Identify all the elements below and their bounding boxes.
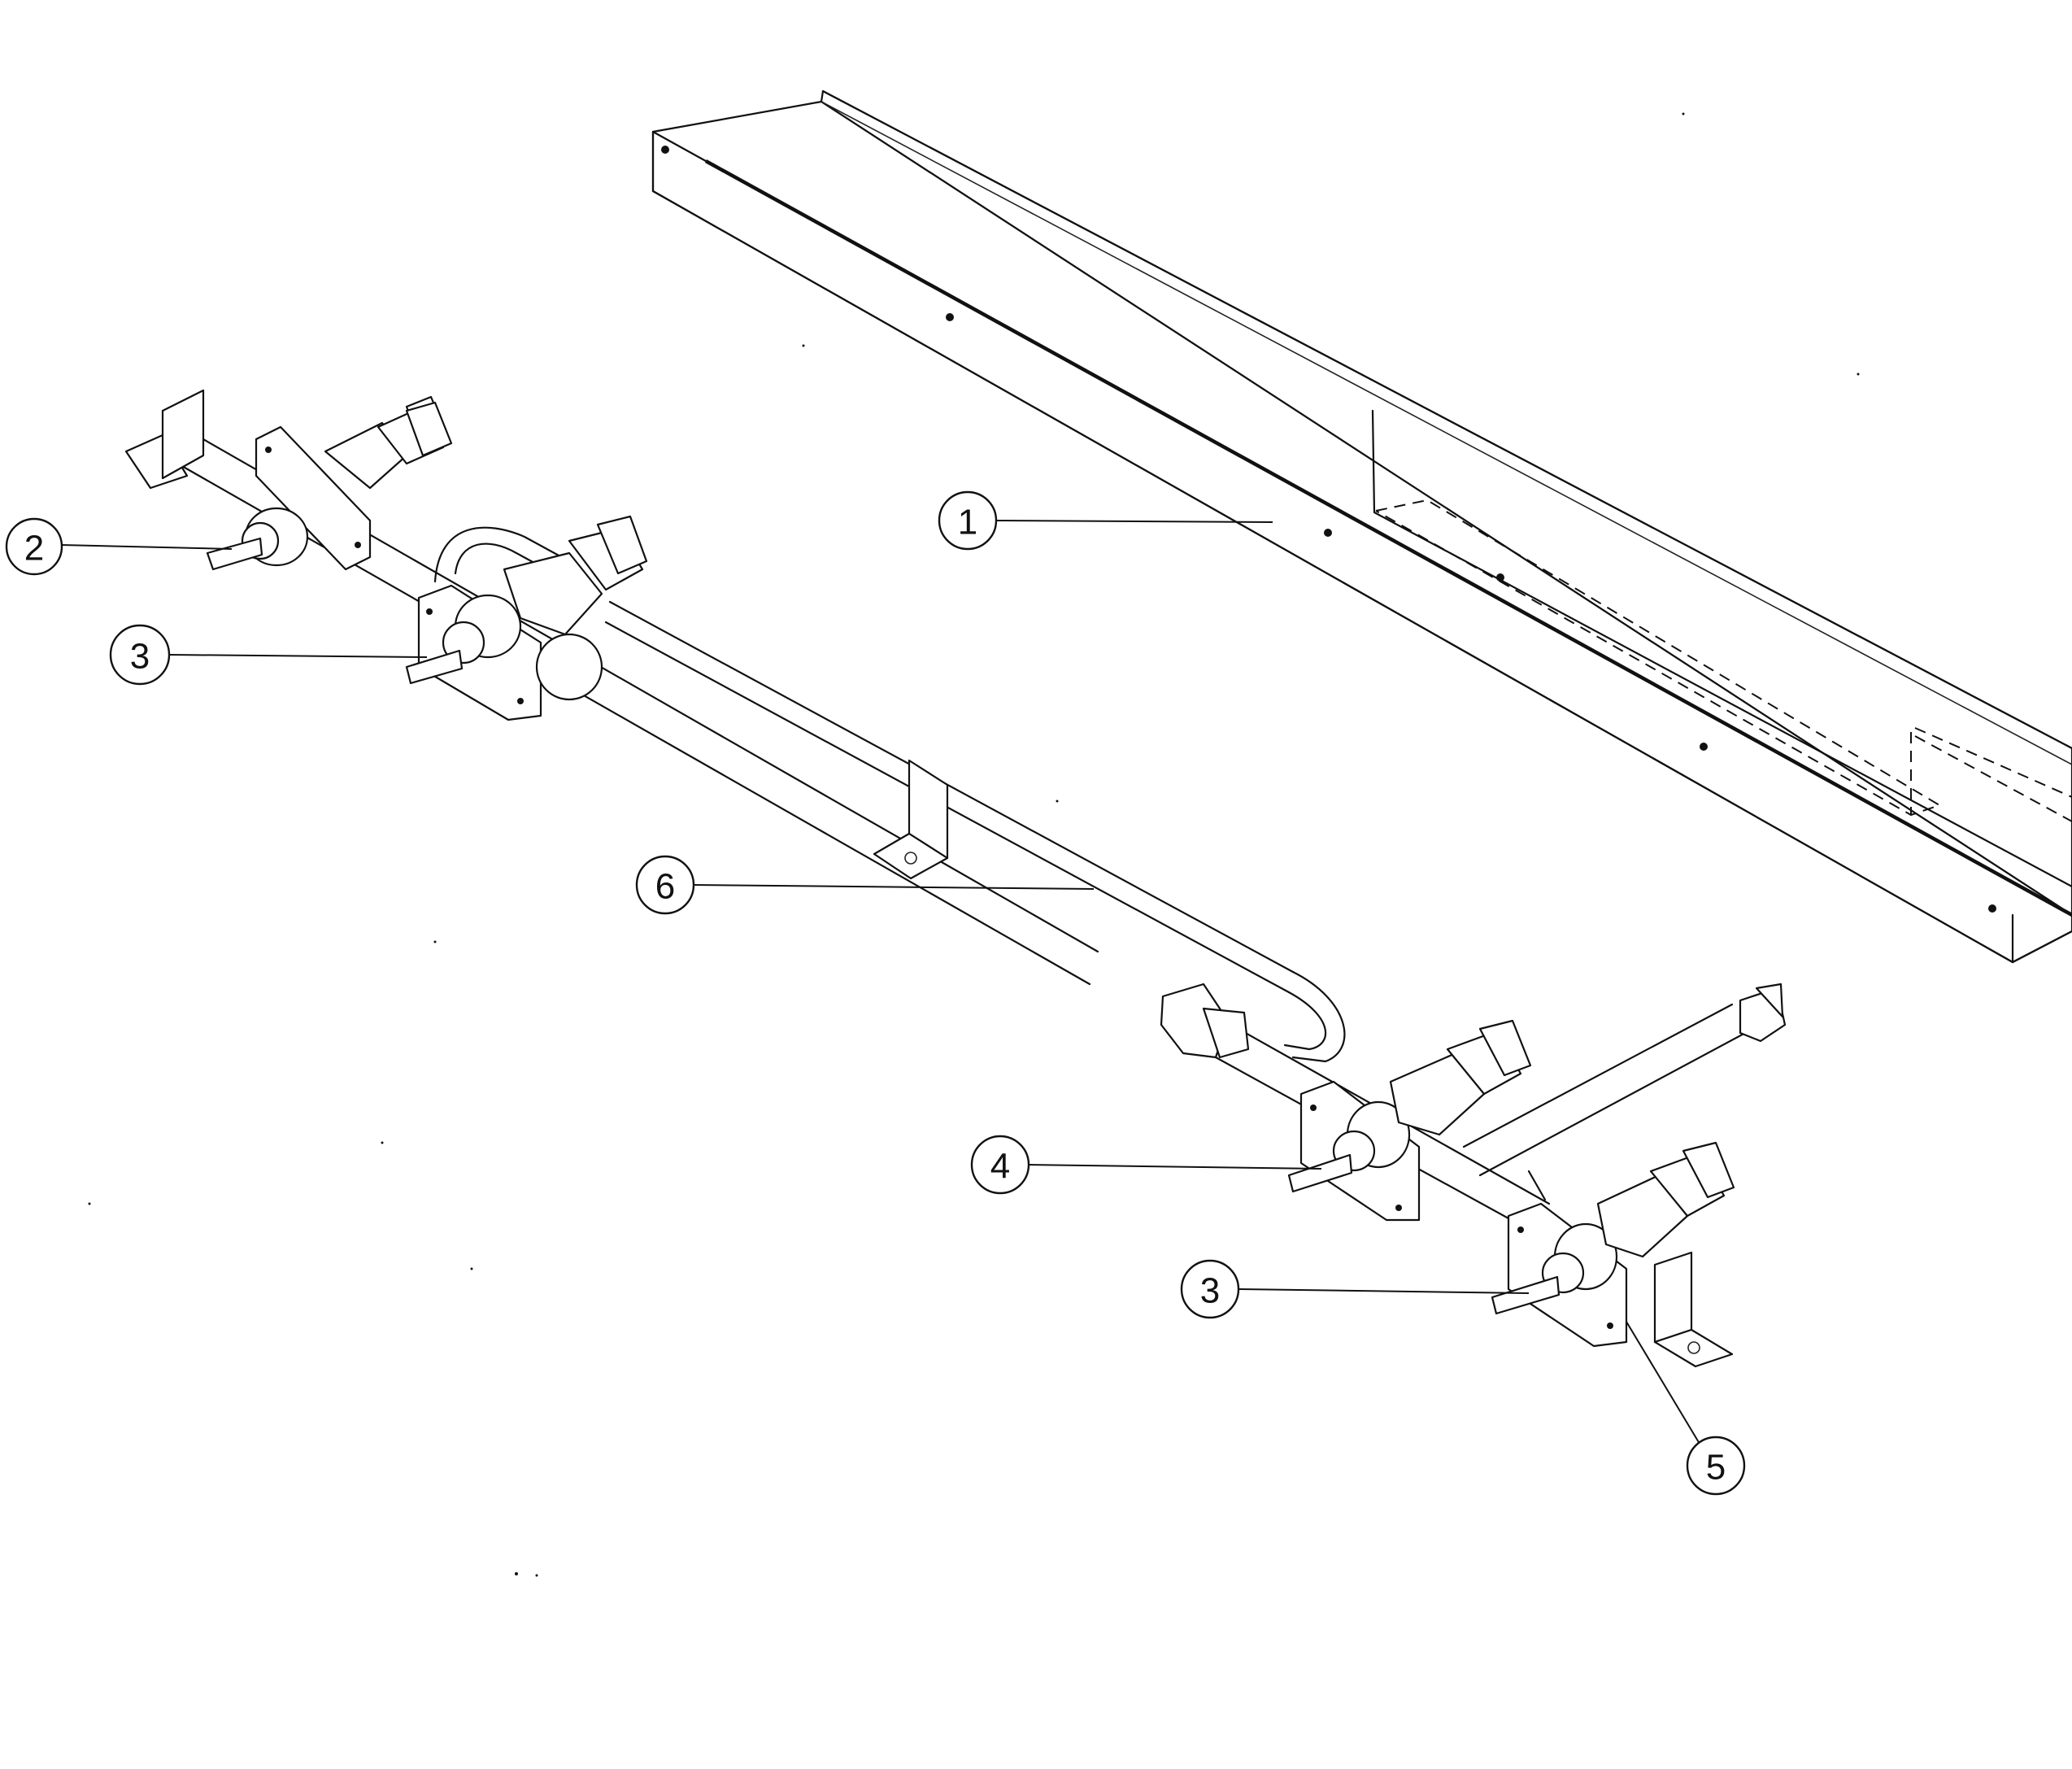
callout-3-lower: 3	[1180, 1259, 1530, 1319]
valve-stem	[1287, 1153, 1353, 1193]
valve-stem	[405, 649, 464, 685]
svg-text:2: 2	[24, 529, 44, 569]
svg-text:4: 4	[990, 1147, 1010, 1187]
svg-text:1: 1	[958, 503, 977, 542]
valve-stem	[1491, 1275, 1561, 1315]
callout-1: 1	[938, 490, 1273, 551]
svg-text:6: 6	[655, 867, 675, 907]
mounting-bracket	[1653, 1251, 1734, 1368]
callout-6: 6	[635, 855, 1095, 915]
svg-text:5: 5	[1706, 1448, 1726, 1488]
valve-assembly-right-upper	[1287, 1019, 1532, 1222]
mounting-channel	[651, 89, 2072, 964]
callout-5: 5	[1626, 1321, 1746, 1496]
svg-text:3: 3	[1200, 1271, 1220, 1311]
valve-assembly-upper-left	[206, 395, 453, 571]
svg-text:3: 3	[130, 637, 150, 677]
valve-assembly-middle-left	[405, 515, 648, 721]
valve-stem	[206, 537, 263, 571]
mounting-bracket-left	[124, 389, 205, 490]
callout-2: 2	[5, 517, 233, 576]
callout-3-upper: 3	[109, 624, 428, 686]
mounting-bracket-middle	[873, 759, 949, 880]
callout-4: 4	[970, 1135, 1322, 1195]
valve-assembly-right-lower	[1491, 1141, 1735, 1348]
